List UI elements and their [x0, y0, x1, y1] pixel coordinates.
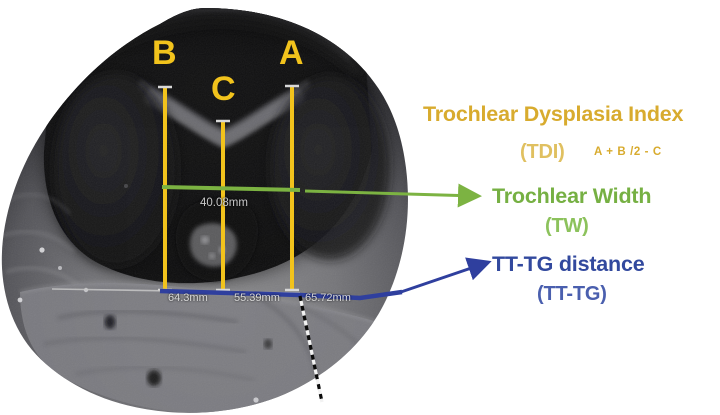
- label-tdi-abbreviation: (TDI): [520, 141, 565, 163]
- measurement-trochlear-width: 40.08mm: [200, 197, 248, 209]
- measurement-middle-depth: 55.39mm: [234, 292, 280, 304]
- label-tw-abbreviation: (TW): [545, 215, 589, 237]
- label-tttg-distance: TT-TG distance: [492, 252, 645, 276]
- label-tdi-formula: A + B /2 - C: [594, 146, 662, 158]
- trochlear-width-line: [161, 185, 301, 192]
- label-tttg-abbreviation: (TT-TG): [537, 283, 607, 305]
- tttg-arrow: [397, 257, 492, 295]
- measurement-right-depth: 65.72mm: [305, 292, 351, 304]
- measurement-left-depth: 64.3mm: [168, 292, 208, 304]
- tibial-tubercle-dashed-line: [298, 295, 324, 403]
- trochlear-width-arrow: [304, 183, 482, 208]
- label-trochlear-width: Trochlear Width: [492, 184, 652, 208]
- marker-letter-b: B: [152, 34, 177, 72]
- label-trochlear-dysplasia-index: Trochlear Dysplasia Index: [423, 102, 684, 126]
- measurement-line-c: [216, 119, 230, 292]
- marker-letter-a: A: [279, 34, 304, 72]
- tibial-tubercle-dashed-line-alt: [298, 295, 324, 403]
- marker-letter-c: C: [211, 70, 236, 108]
- tttg-line: [159, 288, 403, 301]
